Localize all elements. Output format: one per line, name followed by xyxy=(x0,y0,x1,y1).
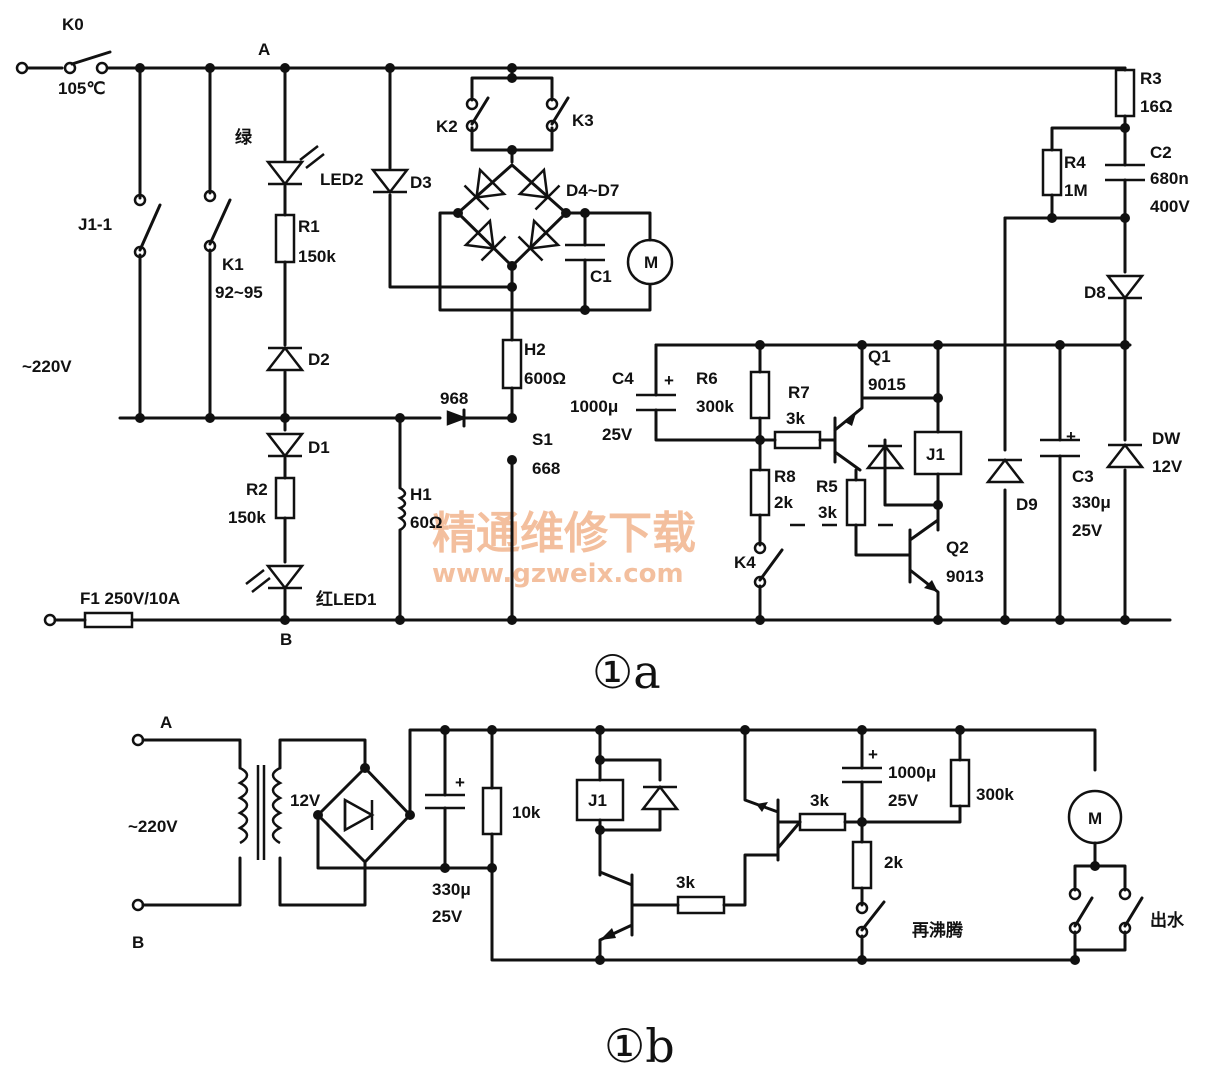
d4-d7-label: D4~D7 xyxy=(566,181,619,200)
h1-label: H1 xyxy=(410,485,432,504)
q2-value: 9013 xyxy=(946,567,984,586)
water-out-label: 出水 xyxy=(1150,910,1185,930)
watermark-url: www.gzweix.com xyxy=(432,559,684,589)
node-a-label-b: A xyxy=(160,713,172,732)
c3-value: 330μ xyxy=(1072,493,1111,512)
r8-value: 2k xyxy=(774,493,793,512)
d1-label: D1 xyxy=(308,438,330,457)
s1-value: 668 xyxy=(532,459,560,478)
cap330-value: 330μ xyxy=(432,880,471,899)
r3-label: R3 xyxy=(1140,69,1162,88)
r3-value: 16Ω xyxy=(1140,97,1173,116)
h1-value: 60Ω xyxy=(410,513,443,532)
r3k-label: 3k xyxy=(676,873,695,892)
t968-label: 968 xyxy=(440,389,468,408)
red-led1-label: 红LED1 xyxy=(316,589,376,609)
r7-label: R7 xyxy=(788,383,810,402)
j1-1-label: J1-1 xyxy=(78,215,112,234)
supply-label-b: ~220V xyxy=(128,817,178,836)
r6-value: 300k xyxy=(696,397,734,416)
v12-label: 12V xyxy=(290,791,321,810)
h2-value: 600Ω xyxy=(524,369,566,388)
r4-label: R4 xyxy=(1064,153,1086,172)
k2-label: K2 xyxy=(436,117,458,136)
k1-label: K1 xyxy=(222,255,244,274)
r2-value: 150k xyxy=(228,508,266,527)
dw-value: 12V xyxy=(1152,457,1183,476)
cap1000-voltage: 25V xyxy=(888,791,919,810)
r1-value: 150k xyxy=(298,247,336,266)
r5-label: R5 xyxy=(816,477,838,496)
d9-label: D9 xyxy=(1016,495,1038,514)
green-label: 绿 xyxy=(235,127,253,147)
k0-temp-label: 105℃ xyxy=(58,79,105,98)
r5-value: 3k xyxy=(818,503,837,522)
r2k-label: 2k xyxy=(884,853,903,872)
c3-label: C3 xyxy=(1072,467,1094,486)
d2-label: D2 xyxy=(308,350,330,369)
d3-label: D3 xyxy=(410,173,432,192)
c1-label: C1 xyxy=(590,267,612,286)
cap330-voltage: 25V xyxy=(432,907,463,926)
cap330-plus: + xyxy=(455,773,465,792)
reboil-label: 再沸腾 xyxy=(912,920,964,940)
r7-value: 3k xyxy=(786,409,805,428)
relay-j1-label-a: J1 xyxy=(926,445,945,464)
q1-value: 9015 xyxy=(868,375,906,394)
c4-plus: + xyxy=(664,371,674,390)
s1-label: S1 xyxy=(532,430,553,449)
r2-label: R2 xyxy=(246,480,268,499)
c3-plus: + xyxy=(1066,427,1076,446)
relay-j1-label-b: J1 xyxy=(588,791,607,810)
caption-b: ①b xyxy=(604,1019,675,1073)
c2-label: C2 xyxy=(1150,143,1172,162)
q2-label: Q2 xyxy=(946,538,969,557)
figure-a-schematic: M J1 xyxy=(15,15,1190,699)
r6-label: R6 xyxy=(696,369,718,388)
motor-label-a: M xyxy=(644,253,658,272)
c4-label: C4 xyxy=(612,369,634,388)
caption-a: ①a xyxy=(592,645,661,699)
r4-value: 1M xyxy=(1064,181,1088,200)
c2-voltage: 400V xyxy=(1150,197,1190,216)
figure-b-schematic: J1 M xyxy=(128,713,1185,1073)
r300k-label: 300k xyxy=(976,785,1014,804)
watermark: 精通维修下载 www.gzweix.com xyxy=(432,508,696,589)
c2-value: 680n xyxy=(1150,169,1189,188)
dw-label: DW xyxy=(1152,429,1181,448)
node-b-label-b: B xyxy=(132,933,144,952)
r1-label: R1 xyxy=(298,217,320,236)
cap1000-plus: + xyxy=(868,745,878,764)
node-b-label: B xyxy=(280,630,292,649)
c3-voltage: 25V xyxy=(1072,521,1103,540)
d8-label: D8 xyxy=(1084,283,1106,302)
cap1000-value: 1000μ xyxy=(888,763,936,782)
r3k-b-label: 3k xyxy=(810,791,829,810)
supply-label-a: ~220V xyxy=(22,357,72,376)
q1-label: Q1 xyxy=(868,347,891,366)
k3-label: K3 xyxy=(572,111,594,130)
watermark-cn: 精通维修下载 xyxy=(432,508,696,559)
h2-label: H2 xyxy=(524,340,546,359)
k4-label: K4 xyxy=(734,553,756,572)
fuse-label: F1 250V/10A xyxy=(80,589,180,608)
r8-label: R8 xyxy=(774,467,796,486)
c4-value: 1000μ xyxy=(570,397,618,416)
c4-voltage: 25V xyxy=(602,425,633,444)
k0-label: K0 xyxy=(62,15,84,34)
motor-label-b: M xyxy=(1088,809,1102,828)
k1-range: 92~95 xyxy=(215,283,263,302)
led2-label: LED2 xyxy=(320,170,363,189)
r10k-label: 10k xyxy=(512,803,541,822)
node-a-label: A xyxy=(258,40,270,59)
